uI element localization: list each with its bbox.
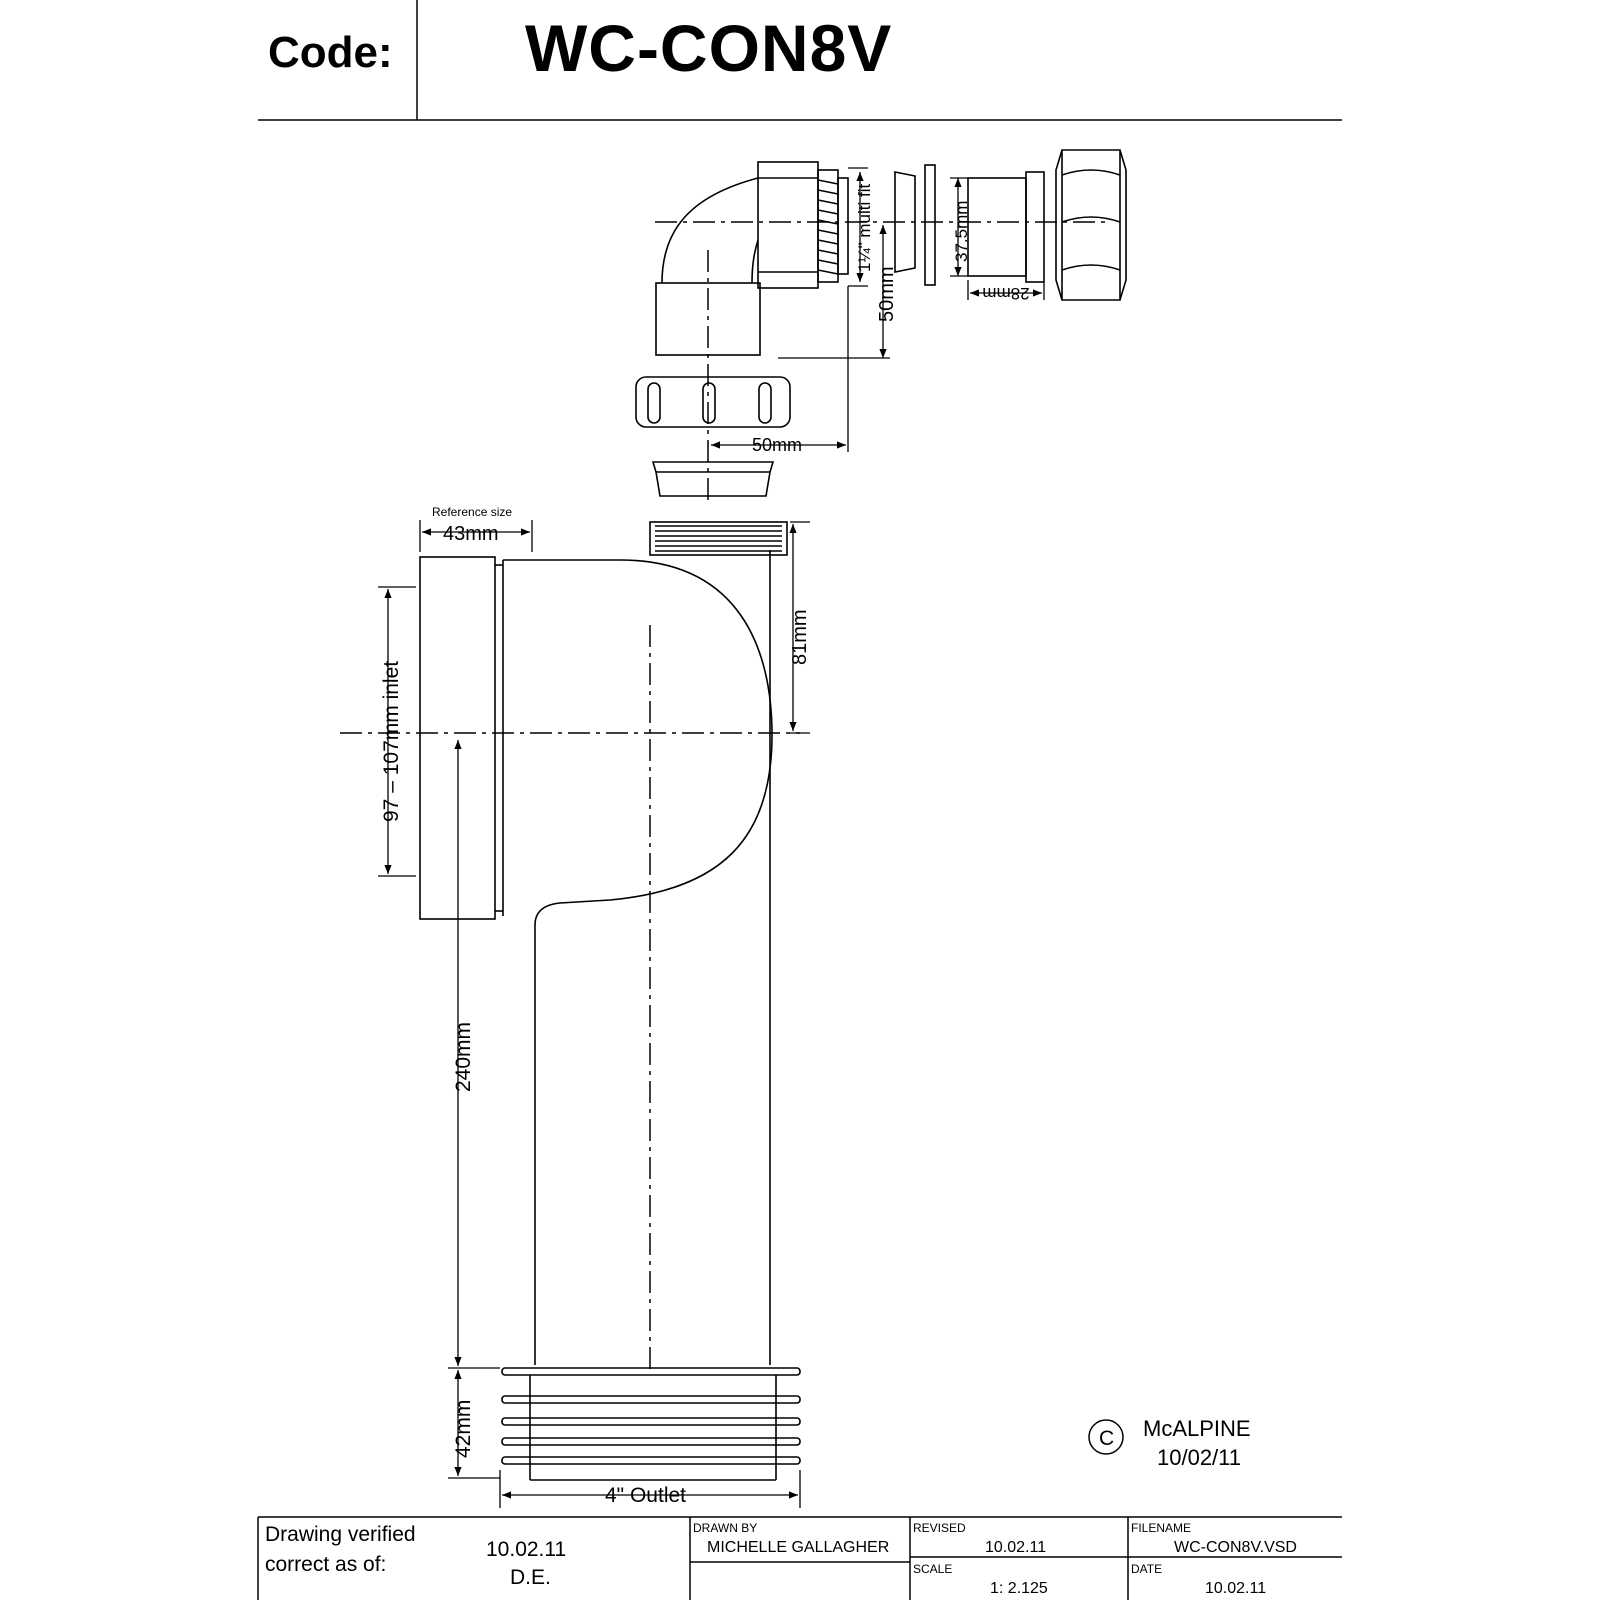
product-code: WC-CON8V: [525, 11, 893, 85]
copyright-date: 10/02/11: [1157, 1445, 1241, 1470]
drawn-by-label: DRAWN BY: [693, 1521, 758, 1535]
date-value: 10.02.11: [1205, 1580, 1267, 1597]
code-label: Code:: [268, 28, 393, 77]
verified-label: Drawing verified correct as of:: [265, 1520, 416, 1580]
verified-line-2: correct as of:: [265, 1553, 387, 1576]
dim-43mm: 43mm: [443, 523, 499, 545]
dim-outlet: 4" Outlet: [605, 1484, 686, 1507]
dim-multi-fit: 1¼" multi fit: [855, 183, 874, 272]
copyright-symbol: C: [1099, 1427, 1114, 1450]
drawn-by-value: MICHELLE GALLAGHER: [707, 1539, 890, 1556]
filename-label: FILENAME: [1131, 1521, 1192, 1535]
header-frame: [258, 0, 1342, 121]
center-lines: [340, 221, 1110, 1370]
dimension-labels: 1¼" multi fit 50mm 37.5mm 28mm 50mm Refe…: [380, 183, 1030, 1507]
title-block-grid: [257, 1516, 1342, 1600]
copyright-company: McALPINE: [1143, 1416, 1251, 1441]
seal-ring: [651, 461, 775, 497]
dim-reference-size: Reference size: [432, 505, 512, 519]
verified-date: 10.02.11: [486, 1538, 567, 1561]
dim-42mm: 42mm: [452, 1400, 475, 1458]
dim-inlet: 97 – 107mm inlet: [380, 661, 403, 822]
revised-label: REVISED: [913, 1521, 966, 1535]
revised-value: 10.02.11: [985, 1539, 1047, 1556]
dim-50mm-horizontal: 50mm: [752, 435, 802, 455]
dim-240mm: 240mm: [452, 1022, 475, 1092]
washer: [894, 164, 936, 286]
dim-50mm-vertical: 50mm: [876, 266, 898, 322]
copyright-mark: C McALPINE 10/02/11: [1088, 1416, 1251, 1470]
dimension-lines: [378, 167, 1045, 1508]
compression-nut-top: [1055, 149, 1127, 301]
adaptor: [967, 171, 1045, 283]
pan-connector-body: [419, 521, 788, 1365]
outlet-fins: [501, 1367, 801, 1481]
verified-by: D.E.: [510, 1566, 551, 1589]
dim-81mm: 81mm: [789, 609, 811, 665]
filename-value: WC-CON8V.VSD: [1174, 1539, 1297, 1556]
date-label: DATE: [1131, 1562, 1163, 1576]
compression-nut-middle: [635, 376, 791, 428]
scale-value: 1: 2.125: [990, 1580, 1048, 1597]
verified-line-1: Drawing verified: [265, 1523, 416, 1546]
elbow-fitting: [655, 161, 849, 356]
dim-28mm: 28mm: [982, 284, 1029, 303]
dim-37-5mm: 37.5mm: [952, 201, 971, 262]
scale-label: SCALE: [913, 1562, 953, 1576]
